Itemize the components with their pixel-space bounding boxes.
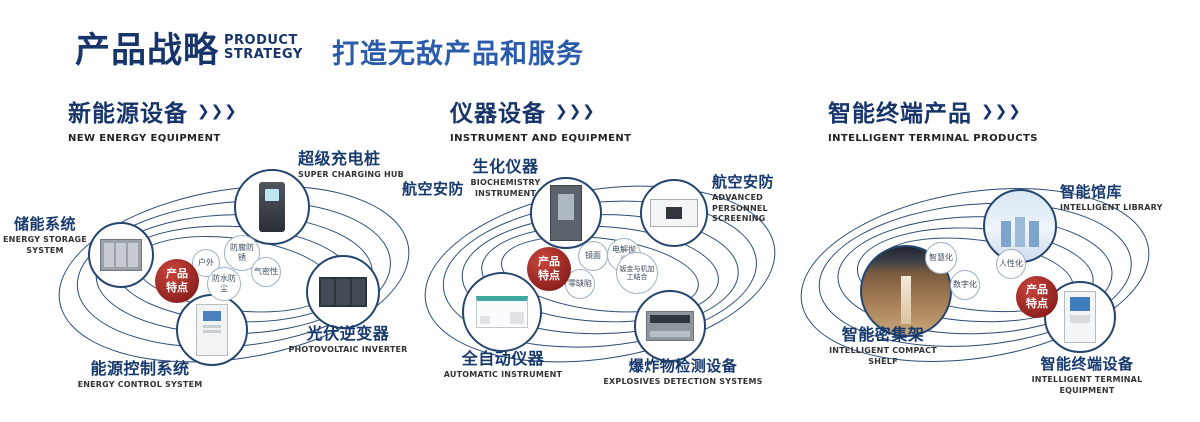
product-label-super-charging-hub: 超级充电桩 SUPER CHARGING HUB [298, 149, 404, 180]
product-features-core: 产品特点 [155, 259, 199, 303]
product-circle-biochemistry [530, 177, 602, 249]
side-label-aviation-security: 航空安防 [402, 180, 465, 198]
product-circle-intelligent-library [983, 189, 1057, 263]
triple-arrow-icon: ❯❯❯ [197, 102, 238, 120]
page-title-english: PRODUCT STRATEGY [224, 33, 303, 62]
energy-control-image [196, 304, 228, 356]
section-header-intelligent-terminal: 智能终端产品 ❯❯❯ INTELLIGENT TERMINAL PRODUCTS [828, 94, 1038, 144]
feature-bubble: 钣金与机加工结合 [616, 252, 658, 294]
section-title-english: INSTRUMENT AND EQUIPMENT [450, 133, 632, 144]
feature-bubble: 数字化 [950, 270, 980, 300]
feature-bubble: 智慧化 [925, 242, 957, 274]
energy-storage-image [100, 239, 142, 271]
product-label-energy-control: 能源控制系统 ENERGY CONTROL SYSTEM [77, 359, 203, 390]
triple-arrow-icon: ❯❯❯ [981, 102, 1022, 120]
product-features-core: 产品特点 [1016, 276, 1058, 318]
feature-bubble: 防水防尘 [207, 267, 241, 301]
page-title: 产品战略 [75, 31, 220, 71]
section-header-new-energy: 新能源设备 ❯❯❯ NEW ENERGY EQUIPMENT [68, 94, 238, 144]
section-title: 仪器设备 [450, 101, 546, 127]
product-circle-explosives-detection [634, 290, 706, 362]
product-label-personnel-screening: 航空安防 ADVANCED PERSONNEL SCREENING [712, 173, 775, 224]
product-circle-pv-inverter [306, 255, 380, 329]
product-label-intelligent-library: 智能馆库 INTELLIGENT LIBRARY [1060, 183, 1163, 213]
section-title: 智能终端产品 [828, 101, 972, 127]
feature-bubble: 气密性 [251, 257, 281, 287]
product-label-terminal-equipment: 智能终端设备 INTELLIGENT TERMINAL EQUIPMENT [1031, 355, 1143, 395]
personnel-screening-image [650, 199, 698, 227]
compact-shelf-image [901, 276, 911, 324]
explosives-detection-image [646, 311, 694, 341]
section-title: 新能源设备 [68, 101, 188, 127]
section-title-english: INTELLIGENT TERMINAL PRODUCTS [828, 133, 1038, 144]
feature-bubble: 镜面 [578, 241, 608, 271]
product-label-energy-storage: 储能系统 ENERGY STORAGE SYSTEM [3, 215, 87, 255]
product-label-automatic-instrument: 全自动仪器 AUTOMATIC INSTRUMENT [443, 349, 563, 380]
automatic-instrument-image [476, 296, 528, 328]
super-charging-hub-image [259, 182, 285, 232]
product-circle-super-charging-hub [234, 169, 310, 245]
terminal-equipment-image [1064, 291, 1096, 343]
triple-arrow-icon: ❯❯❯ [555, 102, 596, 120]
feature-bubble: 人性化 [996, 249, 1026, 279]
feature-bubble: 零缺陷 [565, 269, 595, 299]
product-label-compact-shelf: 智能密集架 INTELLIGENT COMPACT SHELF [829, 325, 937, 366]
product-circle-automatic-instrument [462, 272, 542, 352]
product-circle-energy-storage [88, 222, 154, 288]
product-circle-personnel-screening [640, 179, 708, 247]
product-label-biochemistry: 生化仪器 BIOCHEMISTRY INSTRUMENT [470, 157, 541, 198]
section-title-english: NEW ENERGY EQUIPMENT [68, 133, 221, 144]
pv-inverter-image [319, 277, 367, 307]
section-header-instrument: 仪器设备 ❯❯❯ INSTRUMENT AND EQUIPMENT [450, 94, 631, 144]
product-label-pv-inverter: 光伏逆变器 PHOTOVOLTAIC INVERTER [288, 324, 408, 355]
product-label-explosives-detection: 爆炸物检测设备 EXPLOSIVES DETECTION SYSTEMS [603, 357, 763, 387]
slogan: 打造无敌产品和服务 [332, 39, 584, 70]
product-features-core: 产品特点 [527, 247, 571, 291]
biochemistry-instrument-image [550, 185, 582, 241]
intelligent-library-image [1001, 191, 1039, 261]
product-circle-energy-control [176, 294, 248, 366]
